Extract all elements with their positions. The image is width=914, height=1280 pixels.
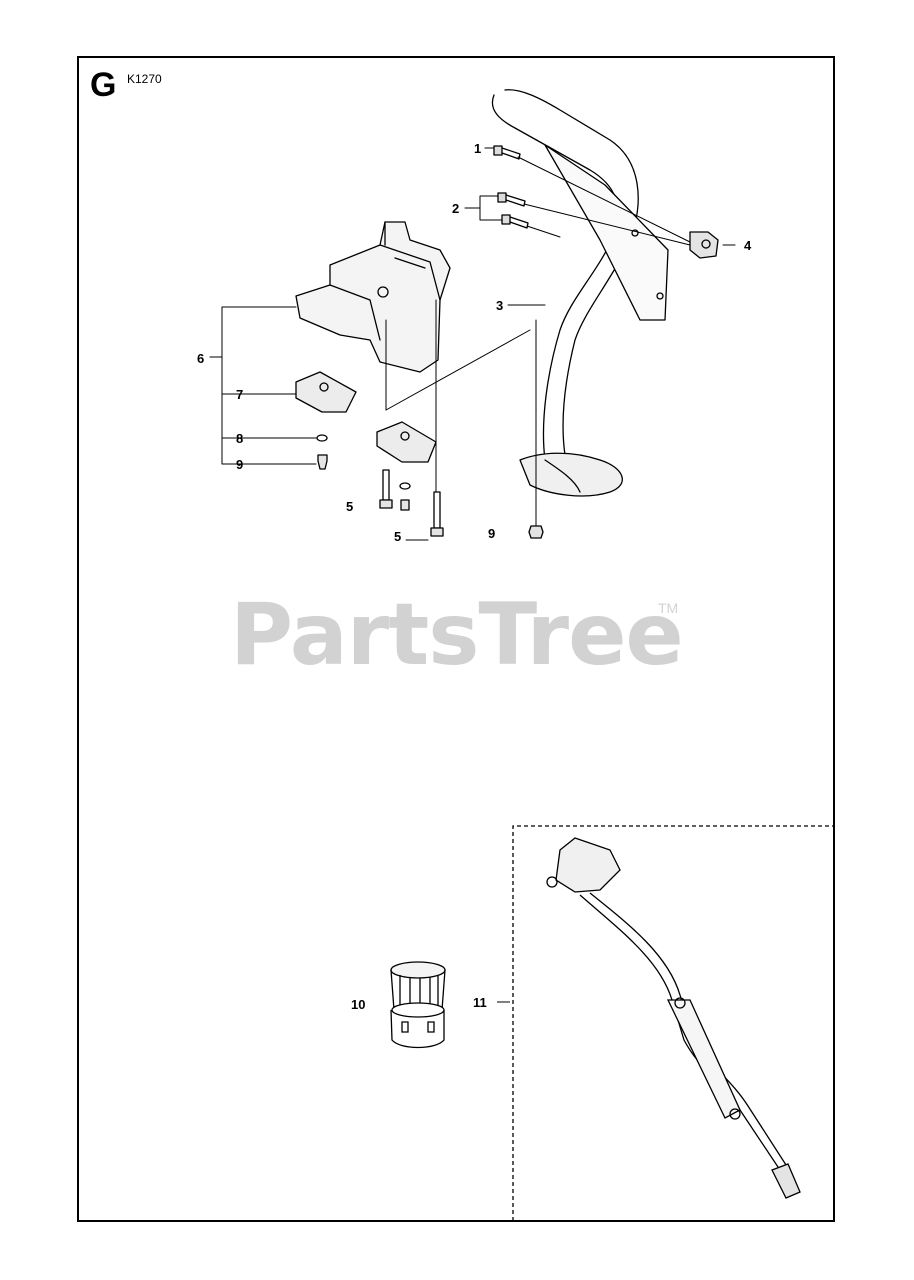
callout-2: 2: [452, 201, 460, 216]
screw-9[interactable]: [317, 454, 328, 470]
clamp-plate-7[interactable]: [295, 371, 357, 413]
nut-9-right[interactable]: [528, 525, 544, 539]
section-code: K1270: [127, 72, 162, 86]
callout-8: 8: [236, 431, 244, 446]
diagram-frame: [77, 56, 835, 1222]
leader-lines: [209, 147, 736, 541]
callout-5b: 5: [394, 529, 402, 544]
washer-8[interactable]: [316, 434, 328, 442]
handle-mount[interactable]: [295, 221, 451, 373]
screw-5b[interactable]: [430, 491, 444, 537]
callout-11: 11: [473, 995, 487, 1010]
callout-4: 4: [744, 238, 752, 253]
hose-fitting-10[interactable]: [390, 961, 446, 1049]
water-kit-11[interactable]: [546, 837, 801, 1199]
callout-5a: 5: [346, 499, 354, 514]
watermark-trademark: TM: [658, 600, 679, 616]
handle-bracket: [544, 144, 669, 321]
callout-7: 7: [236, 387, 244, 402]
screw-2a[interactable]: [497, 192, 526, 207]
clamp-plate-lower[interactable]: [376, 421, 437, 463]
callout-1: 1: [474, 141, 482, 156]
callout-10: 10: [351, 997, 366, 1012]
washer-small: [399, 482, 411, 511]
callout-9b: 9: [488, 526, 496, 541]
callout-9a: 9: [236, 457, 244, 472]
section-letter: G: [90, 66, 117, 104]
watermark: PartsTree: [230, 585, 684, 685]
screw-1[interactable]: [493, 145, 521, 160]
screw-2b[interactable]: [501, 214, 529, 229]
loop-handle[interactable]: [491, 89, 639, 497]
nut-4[interactable]: [689, 231, 719, 259]
screw-5a[interactable]: [379, 469, 393, 509]
callout-3: 3: [496, 298, 504, 313]
inset-box: [497, 825, 835, 1221]
callout-6: 6: [197, 351, 205, 366]
